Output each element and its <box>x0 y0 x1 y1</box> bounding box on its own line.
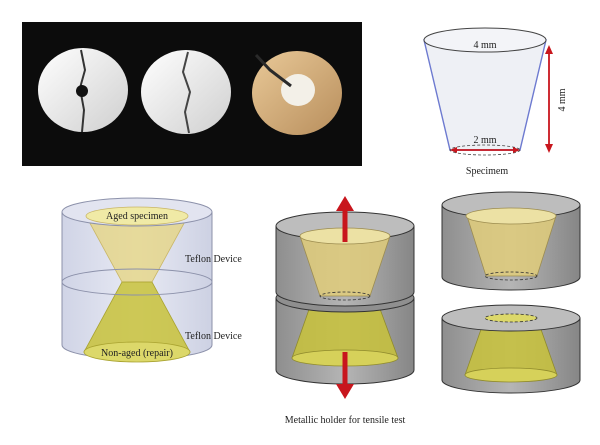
separated-upper-half <box>441 191 581 291</box>
fractured-disc-2 <box>141 50 231 134</box>
teflon-device-lower-label: Teflon Device <box>185 331 242 342</box>
pull-arrow-down <box>336 352 354 399</box>
bottom-diameter-label: 2 mm <box>473 135 496 146</box>
repaired-disc <box>252 51 342 135</box>
pull-arrow-up <box>336 196 354 242</box>
metallic-holder-assembly: Metallic holder for tensile test <box>275 196 415 426</box>
fractured-disc-1 <box>38 48 128 133</box>
separated-lower-half <box>441 304 581 394</box>
specimen-dimension-drawing: 4 mm 2 mm 4 mm Specimem <box>423 27 568 177</box>
height-label: 4 mm <box>557 88 568 111</box>
aged-specimen-label: Aged specimen <box>106 211 168 222</box>
non-aged-repair-label: Non-aged (repair) <box>101 348 173 359</box>
specimen-photo <box>22 22 362 166</box>
teflon-device-upper-label: Teflon Device <box>185 254 242 265</box>
specimen-caption: Specimem <box>466 166 508 177</box>
metallic-holder-caption: Metallic holder for tensile test <box>285 415 406 426</box>
top-diameter-label: 4 mm <box>473 40 496 51</box>
teflon-device-assembly: Aged specimen Teflon Device Teflon Devic… <box>61 197 242 363</box>
